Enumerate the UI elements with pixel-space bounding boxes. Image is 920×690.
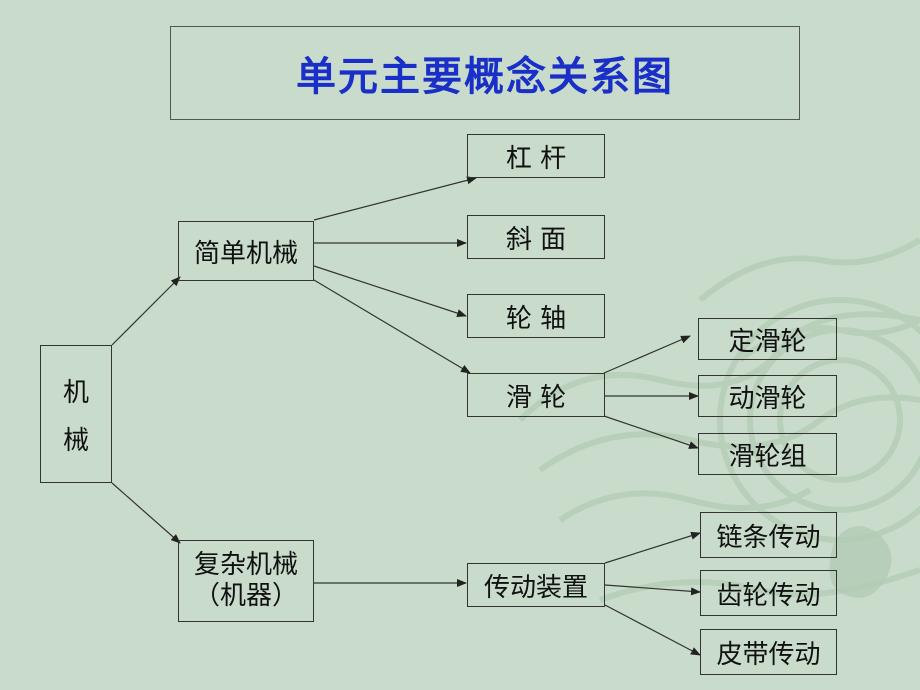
title-box: 单元主要概念关系图 (170, 26, 800, 120)
arrow-transmission-to-belt (604, 604, 701, 656)
arrow-pulley-to-fixed (603, 335, 691, 374)
node-simple-machine: 简单机械 (178, 221, 314, 281)
pulley-block-label: 滑轮组 (728, 441, 807, 472)
corner-emblem-icon (829, 526, 892, 598)
node-gear-drive: 齿轮传动 (700, 570, 837, 616)
transmission-label: 传动装置 (483, 572, 588, 603)
arrow-transmission-to-chain (604, 531, 701, 564)
arrow-root-to-complex (111, 482, 181, 544)
simple-machine-label: 简单机械 (193, 238, 298, 269)
arrow-simple-to-lever (313, 176, 477, 221)
pulley-label: 滑 轮 (505, 382, 567, 413)
node-pulley: 滑 轮 (467, 373, 605, 417)
root-label-line2: 械 (62, 425, 89, 456)
chain-drive-label: 链条传动 (716, 522, 821, 553)
arrow-transmission-to-gear (604, 584, 701, 596)
node-belt-drive: 皮带传动 (700, 629, 837, 675)
arrow-pulley-to-block (603, 415, 699, 449)
movable-pulley-label: 动滑轮 (728, 383, 807, 414)
lever-label: 杠 杆 (505, 143, 567, 174)
complex-machine-label-line1: 复杂机械 (193, 549, 298, 580)
node-chain-drive: 链条传动 (700, 512, 837, 558)
wheel-axle-label: 轮 轴 (505, 303, 567, 334)
node-complex-machine: 复杂机械 （机器） (178, 540, 314, 622)
node-incline: 斜 面 (467, 215, 605, 259)
fixed-pulley-label: 定滑轮 (728, 326, 807, 357)
node-transmission: 传动装置 (467, 563, 605, 607)
incline-label: 斜 面 (505, 224, 567, 255)
node-pulley-block: 滑轮组 (698, 433, 837, 475)
arrow-root-to-simple (111, 276, 181, 346)
node-root-machine: 机 械 (40, 345, 112, 483)
node-movable-pulley: 动滑轮 (698, 375, 837, 417)
arrow-simple-to-pulley (313, 279, 471, 374)
belt-drive-label: 皮带传动 (716, 639, 821, 670)
node-fixed-pulley: 定滑轮 (698, 318, 837, 360)
gear-drive-label: 齿轮传动 (716, 580, 821, 611)
arrow-simple-to-wheel-axle (313, 265, 467, 317)
node-wheel-axle: 轮 轴 (467, 294, 605, 338)
node-lever: 杠 杆 (467, 134, 605, 178)
root-label-line1: 机 (62, 377, 89, 408)
complex-machine-label-line2: （机器） (193, 581, 298, 611)
page-title: 单元主要概念关系图 (296, 54, 674, 100)
